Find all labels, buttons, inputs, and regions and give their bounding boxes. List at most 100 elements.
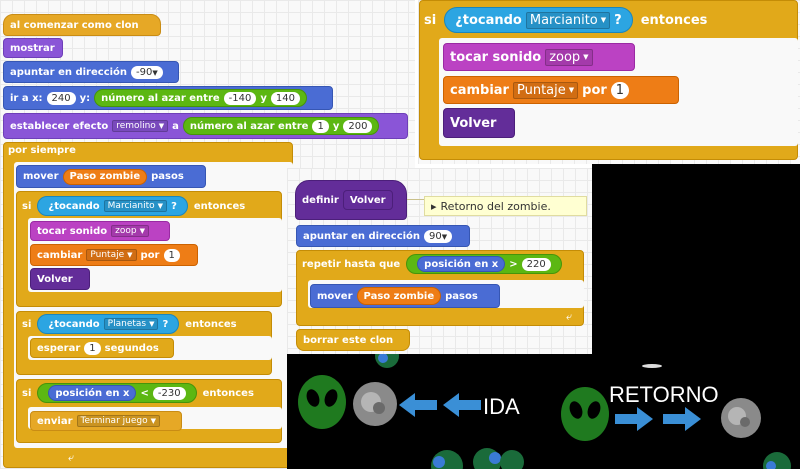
random-to-input[interactable]: 140 — [270, 91, 300, 105]
touching-marcianito-sensor[interactable]: ¿tocando Marcianito▼ ? — [37, 196, 188, 216]
planet-icon — [431, 450, 463, 469]
stage-background-strip — [592, 164, 800, 354]
top-volver-block[interactable]: Volver — [443, 108, 515, 138]
top-touching-sensor[interactable]: ¿tocando Marcianito▼ ? — [444, 7, 633, 33]
goto-y-label: y: — [79, 92, 91, 104]
if1-label: si — [22, 200, 32, 212]
arrow-right-icon — [615, 407, 653, 431]
top-touching-label: ¿tocando — [455, 12, 522, 28]
point-direction-block[interactable]: apuntar en dirección -90▼ — [3, 61, 179, 83]
broadcast-block[interactable]: enviar Terminar juego▼ — [30, 411, 182, 431]
mid-point-direction-block[interactable]: apuntar en dirección 90▼ — [296, 225, 470, 247]
then-label: entonces — [193, 200, 246, 212]
comment-connector — [407, 199, 427, 200]
top-then-label: entonces — [640, 12, 708, 28]
comment-text: Retorno del zombie. — [440, 199, 551, 213]
touching-label: ¿tocando — [48, 200, 100, 212]
play-sound-block[interactable]: tocar sonido zoop▼ — [30, 221, 170, 241]
mid-move-label: mover — [317, 290, 353, 302]
hat-when-clone-start[interactable]: al comenzar como clon — [3, 14, 161, 36]
change-var-block[interactable]: cambiar Puntaje▼ por 1 — [30, 244, 198, 266]
mid-x-position-reporter[interactable]: posición en x — [417, 256, 506, 272]
top-touching-dropdown[interactable]: Marcianito▼ — [525, 11, 611, 29]
mid-move-suffix: pasos — [445, 290, 478, 302]
effect-dropdown[interactable]: remolino▼ — [112, 120, 169, 132]
repeat-arrow-icon: ⤶ — [566, 310, 573, 323]
greater-than-operator[interactable]: posición en x > 220 — [406, 254, 562, 274]
retorno-label: RETORNO — [609, 382, 719, 407]
touching2-dropdown[interactable]: Planetas▼ — [103, 318, 159, 330]
star-icon — [642, 364, 662, 368]
goto-xy-block[interactable]: ir a x: 240 y: número al azar entre -140… — [3, 86, 333, 110]
mid-paso-zombie-var[interactable]: Paso zombie — [356, 287, 442, 305]
sound-dropdown[interactable]: zoop▼ — [111, 225, 149, 237]
effect-random-and: y — [332, 120, 340, 132]
move-block[interactable]: mover Paso zombie pasos — [16, 165, 206, 188]
mid-move-block[interactable]: mover Paso zombie pasos — [310, 284, 500, 308]
top-var-dropdown[interactable]: Puntaje▼ — [512, 81, 579, 99]
wait-block[interactable]: esperar 1 segundos — [30, 338, 174, 358]
top-sound-label: tocar sonido — [450, 49, 542, 65]
if2-label: si — [22, 318, 32, 330]
if3-label: si — [22, 387, 32, 399]
top-change-value[interactable]: 1 — [610, 81, 630, 99]
effect-random-from[interactable]: 1 — [312, 119, 329, 133]
stage-illustration: IDA RETORNO — [287, 354, 800, 469]
paso-zombie-var[interactable]: Paso zombie — [62, 168, 148, 185]
if1-header: si ¿tocando Marcianito▼ ? entonces — [22, 196, 245, 216]
random-from-input[interactable]: -140 — [223, 91, 257, 105]
top-play-sound-block[interactable]: tocar sonido zoop▼ — [443, 43, 635, 71]
broadcast-label: enviar — [37, 415, 73, 427]
broadcast-dropdown[interactable]: Terminar juego▼ — [76, 415, 160, 427]
forever-label: por siempre — [8, 145, 76, 156]
define-label: definir — [302, 194, 339, 206]
top-if-label: si — [424, 12, 437, 28]
x-position-reporter[interactable]: posición en x — [48, 385, 137, 401]
goto-x-input[interactable]: 240 — [46, 91, 76, 105]
comment-expand-icon[interactable]: ▸ — [431, 199, 437, 213]
lt-value-input[interactable]: -230 — [152, 386, 186, 400]
top-change-label: cambiar — [450, 82, 509, 98]
repeat-header: repetir hasta que posición en x > 220 — [302, 254, 562, 274]
show-block[interactable]: mostrar — [3, 38, 63, 58]
delete-clone-block[interactable]: borrar este clon — [296, 329, 410, 351]
comment-note[interactable]: ▸ Retorno del zombie. — [424, 196, 587, 216]
touching-dropdown[interactable]: Marcianito▼ — [103, 200, 168, 212]
top-change-block[interactable]: cambiar Puntaje▼ por 1 — [443, 76, 679, 104]
play-sound-label: tocar sonido — [37, 225, 108, 237]
gt-value-input[interactable]: 220 — [521, 257, 551, 271]
less-than-operator[interactable]: posición en x < -230 — [37, 383, 197, 403]
move-label: mover — [23, 171, 59, 182]
random-operator[interactable]: número al azar entre -140 y 140 — [94, 89, 307, 107]
mid-direction-input[interactable]: 90▼ — [424, 229, 453, 243]
hat-label: al comenzar como clon — [10, 19, 139, 31]
then2-label: entonces — [185, 318, 237, 330]
question-mark-2: ? — [162, 318, 169, 330]
point-direction-label: apuntar en dirección — [10, 66, 128, 78]
effect-random-operator[interactable]: número al azar entre 1 y 200 — [182, 117, 380, 135]
top-sound-dropdown[interactable]: zoop▼ — [545, 48, 593, 66]
loop-arrow-icon: ⤶ — [68, 451, 75, 464]
wait-input[interactable]: 1 — [84, 341, 101, 355]
gt-symbol: > — [509, 258, 518, 270]
define-volver-hat[interactable]: definir Volver — [295, 180, 407, 220]
wait-suffix: segundos — [104, 342, 159, 354]
planet-icon — [375, 354, 399, 368]
direction-input[interactable]: -90▼ — [131, 65, 163, 79]
then3-label: entonces — [202, 387, 254, 399]
effect-random-to[interactable]: 200 — [343, 119, 373, 133]
effect-a-label: a — [172, 120, 179, 132]
if3-header: si posición en x < -230 entonces — [22, 383, 254, 403]
touching-planetas-sensor[interactable]: ¿tocando Planetas▼ ? — [37, 314, 180, 334]
set-effect-block[interactable]: establecer efecto remolino▼ a número al … — [3, 113, 408, 139]
var-dropdown[interactable]: Puntaje▼ — [86, 249, 137, 261]
random-label: número al azar entre — [101, 92, 220, 104]
change-value-input[interactable]: 1 — [163, 248, 180, 262]
move-suffix: pasos — [151, 171, 184, 182]
mid-point-label: apuntar en dirección — [303, 230, 421, 242]
show-label: mostrar — [10, 42, 55, 54]
volver-call-block[interactable]: Volver — [30, 268, 90, 290]
planet-icon — [473, 448, 501, 469]
define-name-slot[interactable]: Volver — [342, 190, 393, 210]
top-change-by: por — [582, 82, 607, 98]
